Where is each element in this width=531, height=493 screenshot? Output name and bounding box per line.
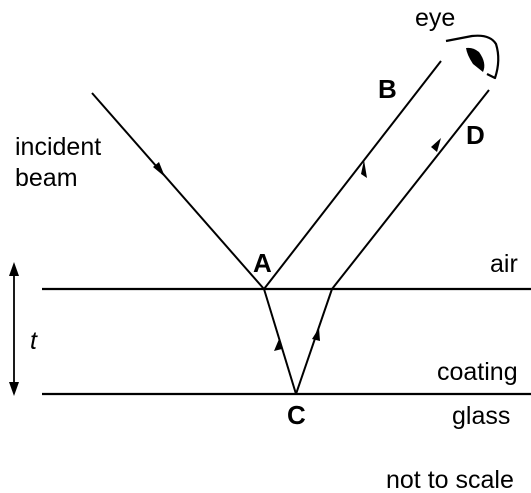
incident-label-line1: incident bbox=[15, 133, 102, 161]
refracted-ray-down bbox=[263, 288, 297, 395]
refracted-up-arrowhead-icon bbox=[312, 328, 320, 341]
thickness-bottom-arrowhead-icon bbox=[9, 382, 19, 396]
eye-icon bbox=[445, 34, 500, 80]
ray-B-arrowhead-icon bbox=[361, 160, 367, 178]
ray-D bbox=[331, 89, 490, 290]
point-B-label: B bbox=[378, 74, 397, 104]
refracted-down-arrowhead-icon bbox=[274, 339, 282, 351]
thickness-top-arrowhead-icon bbox=[9, 262, 19, 276]
eye-label: eye bbox=[415, 4, 456, 32]
glass-label: glass bbox=[452, 402, 511, 430]
point-A-label: A bbox=[253, 248, 272, 278]
incident-label-line2: beam bbox=[15, 164, 78, 192]
incident-ray bbox=[91, 92, 265, 290]
refracted-ray-up bbox=[295, 288, 333, 395]
point-D-label: D bbox=[466, 120, 485, 150]
point-C-label: C bbox=[287, 400, 306, 430]
not-to-scale-label: not to scale bbox=[386, 466, 514, 493]
air-label: air bbox=[490, 250, 518, 278]
incident-beam-label: incident beam bbox=[15, 135, 101, 191]
incident-arrowhead-icon bbox=[153, 162, 165, 177]
ray-D-arrowhead-icon bbox=[431, 138, 441, 152]
thickness-label: t bbox=[30, 327, 37, 355]
coating-label: coating bbox=[437, 358, 518, 386]
reflected-ray-B bbox=[263, 60, 442, 290]
